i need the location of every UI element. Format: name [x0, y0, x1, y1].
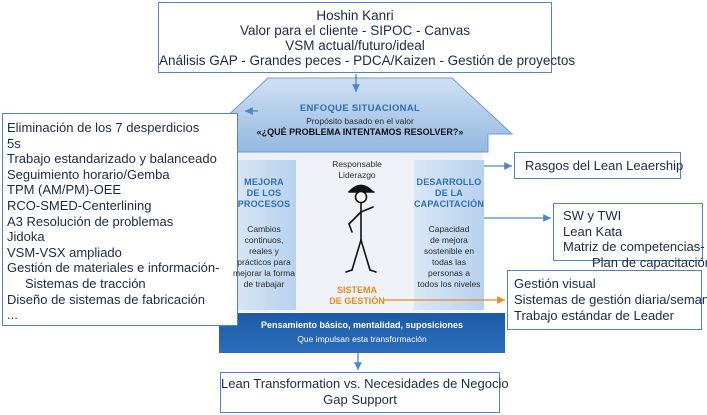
- right-box-management: Gestión visual Sistemas de gestión diari…: [507, 270, 707, 330]
- foundation-title: Pensamiento básico, mentalidad, suposici…: [260, 320, 464, 330]
- left-item: Sistemas de tracción: [25, 275, 146, 291]
- right-box-training: SW y TWI Lean Kata Matriz de competencia…: [553, 203, 707, 270]
- bottom-line: Gap Support: [323, 392, 397, 407]
- system-label: SISTEMA DE GESTIÓN: [329, 285, 385, 306]
- top-line: Análisis GAP - Grandes peces - PDCA/Kaiz…: [159, 53, 576, 68]
- left-pillar-title: MEJORA DE LOS PROCESOS: [237, 177, 291, 209]
- right-item: Matriz de competencias-: [563, 239, 705, 254]
- leader-label: Responsable Liderazgo: [332, 159, 382, 180]
- left-box: Eliminación de los 7 desperdicios 5s Tra…: [2, 113, 238, 326]
- right-item: Trabajo estándar de Leader: [514, 308, 674, 323]
- left-pillar-body: Cambios continuos, reales y prácticos pa…: [233, 224, 295, 289]
- right-item: SW y TWI: [563, 208, 622, 223]
- right-item: Rasgos del Lean Leaership: [525, 158, 684, 173]
- top-line: Valor para el cliente - SIPOC - Canvas: [239, 23, 471, 38]
- right-item: Lean Kata: [563, 223, 623, 239]
- left-item: TPM (AM/PM)-OEE: [7, 182, 122, 198]
- left-item: A3 Resolución de problemas: [7, 213, 174, 229]
- top-line: VSM actual/futuro/ideal: [285, 38, 425, 53]
- roof: [206, 77, 514, 153]
- left-item: RCO-SMED-Centerlining: [7, 197, 152, 213]
- left-item: Trabajo estandarizado y balanceado: [7, 151, 217, 167]
- right-pillar-title: DESARROLLO DE LA CAPACITACIÓN: [413, 177, 485, 209]
- left-item: Seguimiento horario/Gemba: [7, 166, 170, 182]
- right-item: Plan de capacitación: [592, 254, 707, 270]
- right-item: Sistemas de gestión diaria/semanal: [514, 292, 707, 307]
- left-item: ...: [7, 307, 18, 323]
- top-box: Hoshin Kanri Valor para el cliente - SIP…: [158, 2, 576, 73]
- bottom-box: Lean Transformation vs. Necesidades de N…: [220, 372, 509, 413]
- bottom-line: Lean Transformation vs. Necesidades de N…: [221, 376, 509, 391]
- foundation-subtitle: Que impulsan esta transformación: [297, 334, 427, 344]
- roof-subtitle: Propósito basado en el valor: [306, 116, 414, 126]
- top-line: Hoshin Kanri: [316, 8, 394, 23]
- foundation: [219, 313, 505, 353]
- leader-figure-icon: [345, 184, 377, 273]
- right-pillar-body: Capacidad de mejora sostenible en todas …: [417, 224, 481, 289]
- left-item: 5s: [7, 135, 21, 151]
- right-box-leadership: Rasgos del Lean Leaership: [514, 152, 684, 179]
- left-item: Diseño de sistemas de fabricación: [7, 291, 205, 307]
- left-item: Eliminación de los 7 desperdicios: [7, 120, 200, 135]
- right-item: Gestión visual: [514, 276, 596, 291]
- left-item: Jidoka: [7, 229, 45, 245]
- left-item: Gestión de materiales e información-: [7, 260, 220, 276]
- roof-question: «¿QUÉ PROBLEMA INTENTAMOS RESOLVER?»: [256, 127, 464, 137]
- roof-title: ENFOQUE SITUACIONAL: [299, 103, 421, 114]
- left-item: VSM-VSX ampliado: [7, 244, 122, 260]
- left-pillar: [232, 160, 296, 310]
- right-pillar: [414, 160, 484, 310]
